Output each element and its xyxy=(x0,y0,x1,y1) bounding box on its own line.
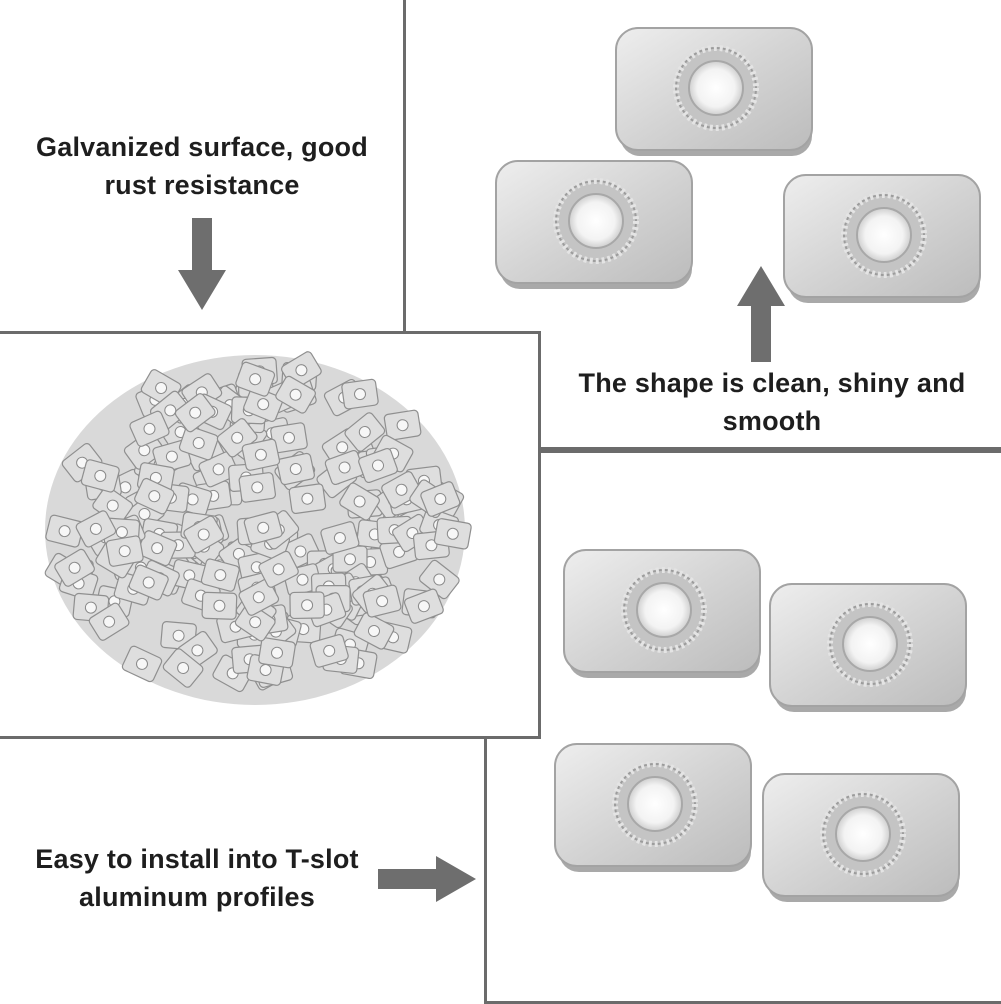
t-nut-b xyxy=(770,584,966,712)
t-nut-top xyxy=(616,28,812,156)
t-nut-d xyxy=(763,774,959,902)
caption-galvanized: Galvanized surface, good rust resistance xyxy=(36,132,368,200)
caption-shape: The shape is clean, shiny and smooth xyxy=(578,368,966,436)
caption-install: Easy to install into T-slot aluminum pro… xyxy=(35,844,359,912)
t-nut-left xyxy=(496,161,692,289)
t-nut-right xyxy=(784,175,980,303)
t-nut-pile xyxy=(43,349,473,705)
small-t-nut xyxy=(238,471,277,504)
arrow-right-icon xyxy=(378,856,476,902)
small-t-nut xyxy=(433,517,473,551)
small-t-nut xyxy=(289,591,325,620)
arrow-down-icon xyxy=(178,218,226,310)
small-t-nut xyxy=(257,636,297,669)
arrow-up-icon xyxy=(737,266,785,362)
small-t-nut xyxy=(288,482,327,515)
panel-install-closeup xyxy=(484,450,1001,1004)
t-nut-a xyxy=(564,550,760,678)
small-t-nut xyxy=(105,534,145,568)
small-t-nut xyxy=(340,378,380,410)
t-nut-c xyxy=(555,744,751,872)
small-t-nut xyxy=(201,591,238,620)
